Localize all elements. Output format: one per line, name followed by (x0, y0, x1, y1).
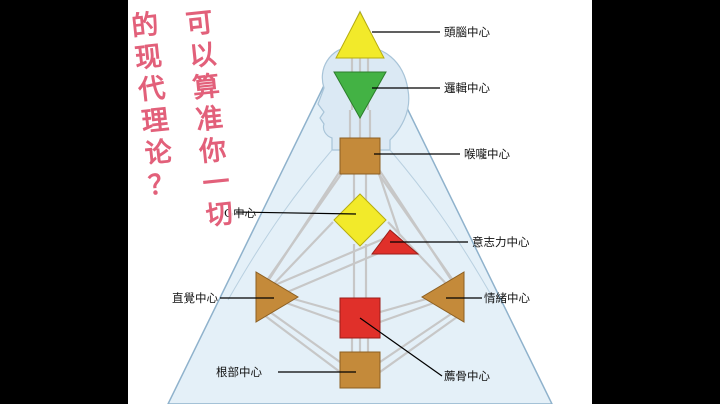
shoulder-lines (227, 149, 495, 301)
overlay-char: 你 (197, 134, 228, 169)
overlay-char: 的 (130, 9, 161, 43)
overlay-char: 代 (136, 72, 167, 107)
overlay-char: 论 (143, 136, 174, 171)
label-solar-plexus-center: 情緒中心 (484, 291, 530, 305)
diagram-frame: 頭腦中心 邏輯中心 喉嚨中心 G中心 意志力中心 直覺中心 情緒中心 薦骨中心 … (128, 0, 592, 404)
overlay-char: 现 (133, 40, 164, 75)
overlay-char: 切 (204, 198, 235, 232)
overlay-char: 理 (140, 104, 171, 139)
leader-lines (220, 31, 482, 377)
label-spleen-center: 直覺中心 (172, 291, 218, 305)
overlay-char: 准 (194, 102, 225, 137)
solar-plexus-center (421, 271, 465, 323)
overlay-char: 以 (187, 39, 218, 73)
bodygraph (167, 10, 553, 404)
overlay-char: 一 (201, 166, 232, 200)
spleen-center (255, 271, 299, 323)
throat-center (339, 137, 381, 175)
overlay-char: 算 (191, 70, 222, 105)
label-g-center: G中心 (224, 206, 257, 220)
label-throat-center: 喉嚨中心 (464, 147, 510, 161)
label-sacral-center: 薦骨中心 (444, 369, 490, 383)
label-root-center: 根部中心 (216, 365, 262, 379)
root-center (339, 351, 381, 389)
label-will-center: 意志力中心 (472, 235, 530, 249)
g-center (333, 193, 387, 247)
label-head-center: 頭腦中心 (444, 25, 490, 39)
sacral-center (339, 297, 381, 339)
head-center (335, 10, 385, 59)
ajna-center (333, 71, 387, 120)
overlay-char: ？ (146, 168, 177, 202)
label-ajna-center: 邏輯中心 (444, 81, 490, 95)
overlay-char: 可 (184, 7, 215, 41)
